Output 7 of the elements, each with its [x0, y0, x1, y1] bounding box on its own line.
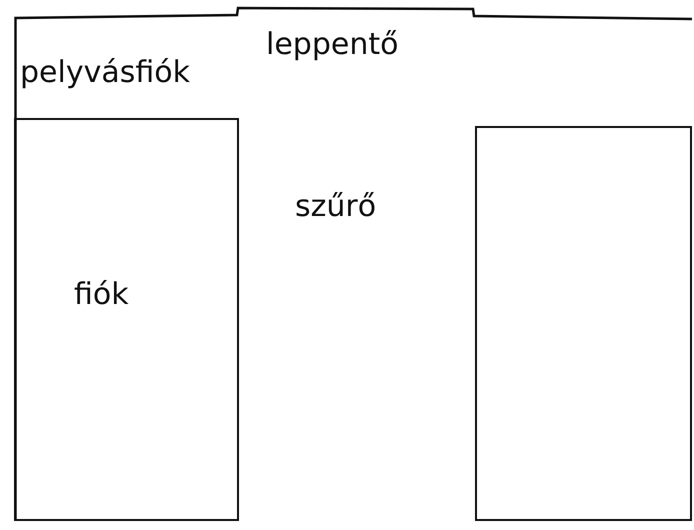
part-label: pelyvásfiók [20, 58, 190, 88]
part-label: szűrő [295, 192, 376, 222]
empty-compartment [475, 126, 692, 521]
drawer-compartment [14, 118, 239, 521]
compartment-label: fiók [74, 280, 129, 310]
cabinet-outline [14, 6, 692, 521]
part-label: leppentő [266, 30, 398, 60]
